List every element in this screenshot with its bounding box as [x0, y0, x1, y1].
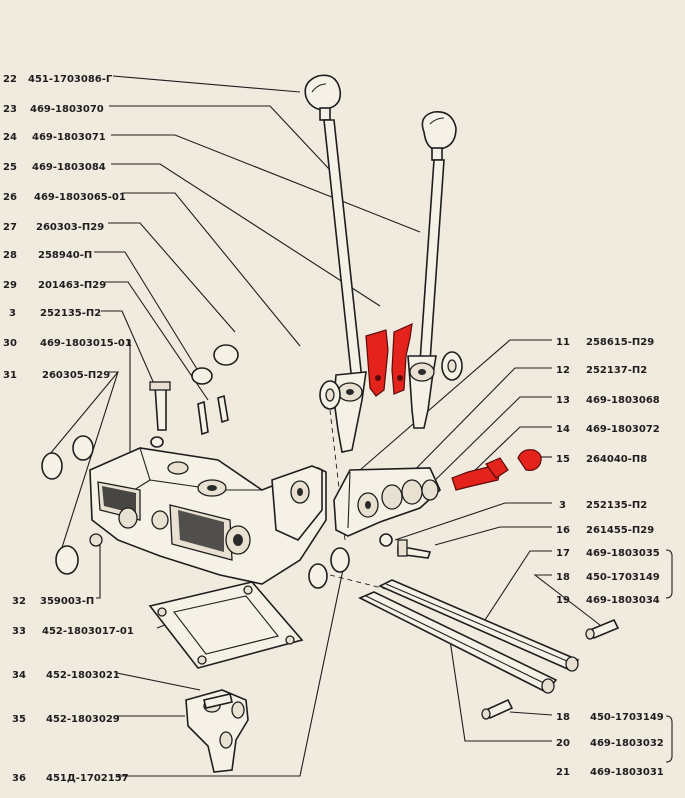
washer-32	[55, 545, 79, 575]
callout-number: 33	[12, 626, 26, 637]
callout-number: 20	[556, 738, 570, 749]
callout-code: 260305-П29	[42, 370, 110, 381]
callout-number: 29	[3, 280, 17, 291]
lever-bracket	[333, 467, 441, 537]
callout-code: 252135-П2	[40, 308, 101, 319]
highlighted-detent-assembly	[451, 449, 542, 491]
callout-code: 469-1803072	[586, 424, 660, 435]
callout-number: 3	[559, 500, 566, 511]
lower-bracket	[185, 689, 249, 773]
highlighted-lever-lock	[365, 323, 413, 397]
leader-lines-right	[359, 339, 601, 742]
callout-number: 26	[3, 192, 17, 203]
group-bracket	[665, 715, 673, 763]
pin-28	[197, 400, 209, 436]
callout-code: 469-1803015-01	[40, 338, 132, 349]
callout-number: 27	[3, 222, 17, 233]
callout-code: 452-1803021	[46, 670, 120, 681]
ball-32	[89, 533, 103, 547]
group-bracket	[665, 549, 673, 599]
callout-code: 452-1803017-01	[42, 626, 134, 637]
callout-number: 23	[3, 104, 17, 115]
callout-number: 15	[556, 454, 570, 465]
shift-lever-left	[304, 74, 367, 453]
callout-code: 252137-П2	[586, 365, 647, 376]
callout-code: 261455-П29	[586, 525, 654, 536]
pin-29	[217, 394, 229, 424]
lever-knob-neck	[319, 107, 331, 121]
washer-36	[330, 547, 350, 573]
lever-lock-plate	[365, 329, 389, 397]
callout-code: 469-1803034	[586, 595, 660, 606]
callout-number: 25	[3, 162, 17, 173]
callout-number: 35	[12, 714, 26, 725]
callout-code: 452-1803029	[46, 714, 120, 725]
callout-code: 258615-П29	[586, 337, 654, 348]
callout-code: 469-1803068	[586, 395, 660, 406]
callout-number: 24	[3, 132, 17, 143]
shift-rod-upper	[378, 579, 580, 672]
callout-number: 14	[556, 424, 570, 435]
callout-code: 252135-П2	[586, 500, 647, 511]
callout-number: 22	[3, 74, 17, 85]
callout-number: 36	[12, 773, 26, 784]
washer-36b	[308, 563, 328, 589]
callout-code: 264040-П8	[586, 454, 647, 465]
callout-code: 258940-П	[38, 250, 92, 261]
callout-number: 11	[556, 337, 570, 348]
lever-lock-plate	[391, 323, 413, 395]
callout-code: 469-1803070	[30, 104, 104, 115]
callout-number: 13	[556, 395, 570, 406]
callout-code: 450-1703149	[586, 572, 660, 583]
callout-number: 19	[556, 595, 570, 606]
callout-code: 260303-П29	[36, 222, 104, 233]
callout-code: 469-1803071	[32, 132, 106, 143]
callout-number: 3	[9, 308, 16, 319]
callout-code: 469-1803031	[590, 767, 664, 778]
callout-number: 12	[556, 365, 570, 376]
lever-rod	[419, 159, 445, 363]
callout-number: 18	[556, 712, 570, 723]
callout-code: 450-1703149	[590, 712, 664, 723]
callout-code: 469-1803035	[586, 548, 660, 559]
callout-number: 28	[3, 250, 17, 261]
lever-knob	[421, 111, 457, 151]
bolt-3	[154, 385, 167, 431]
lever-rod	[323, 119, 363, 383]
callout-number: 16	[556, 525, 570, 536]
lever-knob	[304, 74, 342, 111]
callout-code: 359003-П	[40, 596, 94, 607]
shift-rod-lower	[358, 591, 558, 694]
plug-27	[213, 344, 239, 366]
callout-number: 17	[556, 548, 570, 559]
callout-code: 469-1803084	[32, 162, 106, 173]
right-callouts: 11 258615-П29 12 252137-П2 13 469-180306…	[556, 337, 664, 778]
callout-number: 18	[556, 572, 570, 583]
callout-code: 451-1703086-Г	[28, 74, 113, 85]
shift-lever-right	[407, 111, 457, 429]
callout-code: 201463-П29	[38, 280, 106, 291]
callout-code: 469-1803032	[590, 738, 664, 749]
detent-plug	[517, 449, 542, 471]
callout-number: 31	[3, 370, 17, 381]
callout-code: 451Д-1702157	[46, 773, 129, 784]
callout-number: 30	[3, 338, 17, 349]
nut-3	[379, 533, 393, 547]
lever-knob-neck	[431, 147, 443, 161]
shift-housing	[89, 447, 327, 585]
gasket	[148, 581, 304, 669]
left-callouts: 22 451-1703086-Г 23 469-1803070 24 469-1…	[3, 74, 134, 784]
washer-31	[41, 452, 63, 480]
callout-number: 32	[12, 596, 26, 607]
callout-code: 469-1803065-01	[34, 192, 126, 203]
washer-31b	[72, 435, 94, 461]
callout-number: 34	[12, 670, 26, 681]
callout-number: 21	[556, 767, 570, 778]
plug-27b	[191, 367, 213, 385]
